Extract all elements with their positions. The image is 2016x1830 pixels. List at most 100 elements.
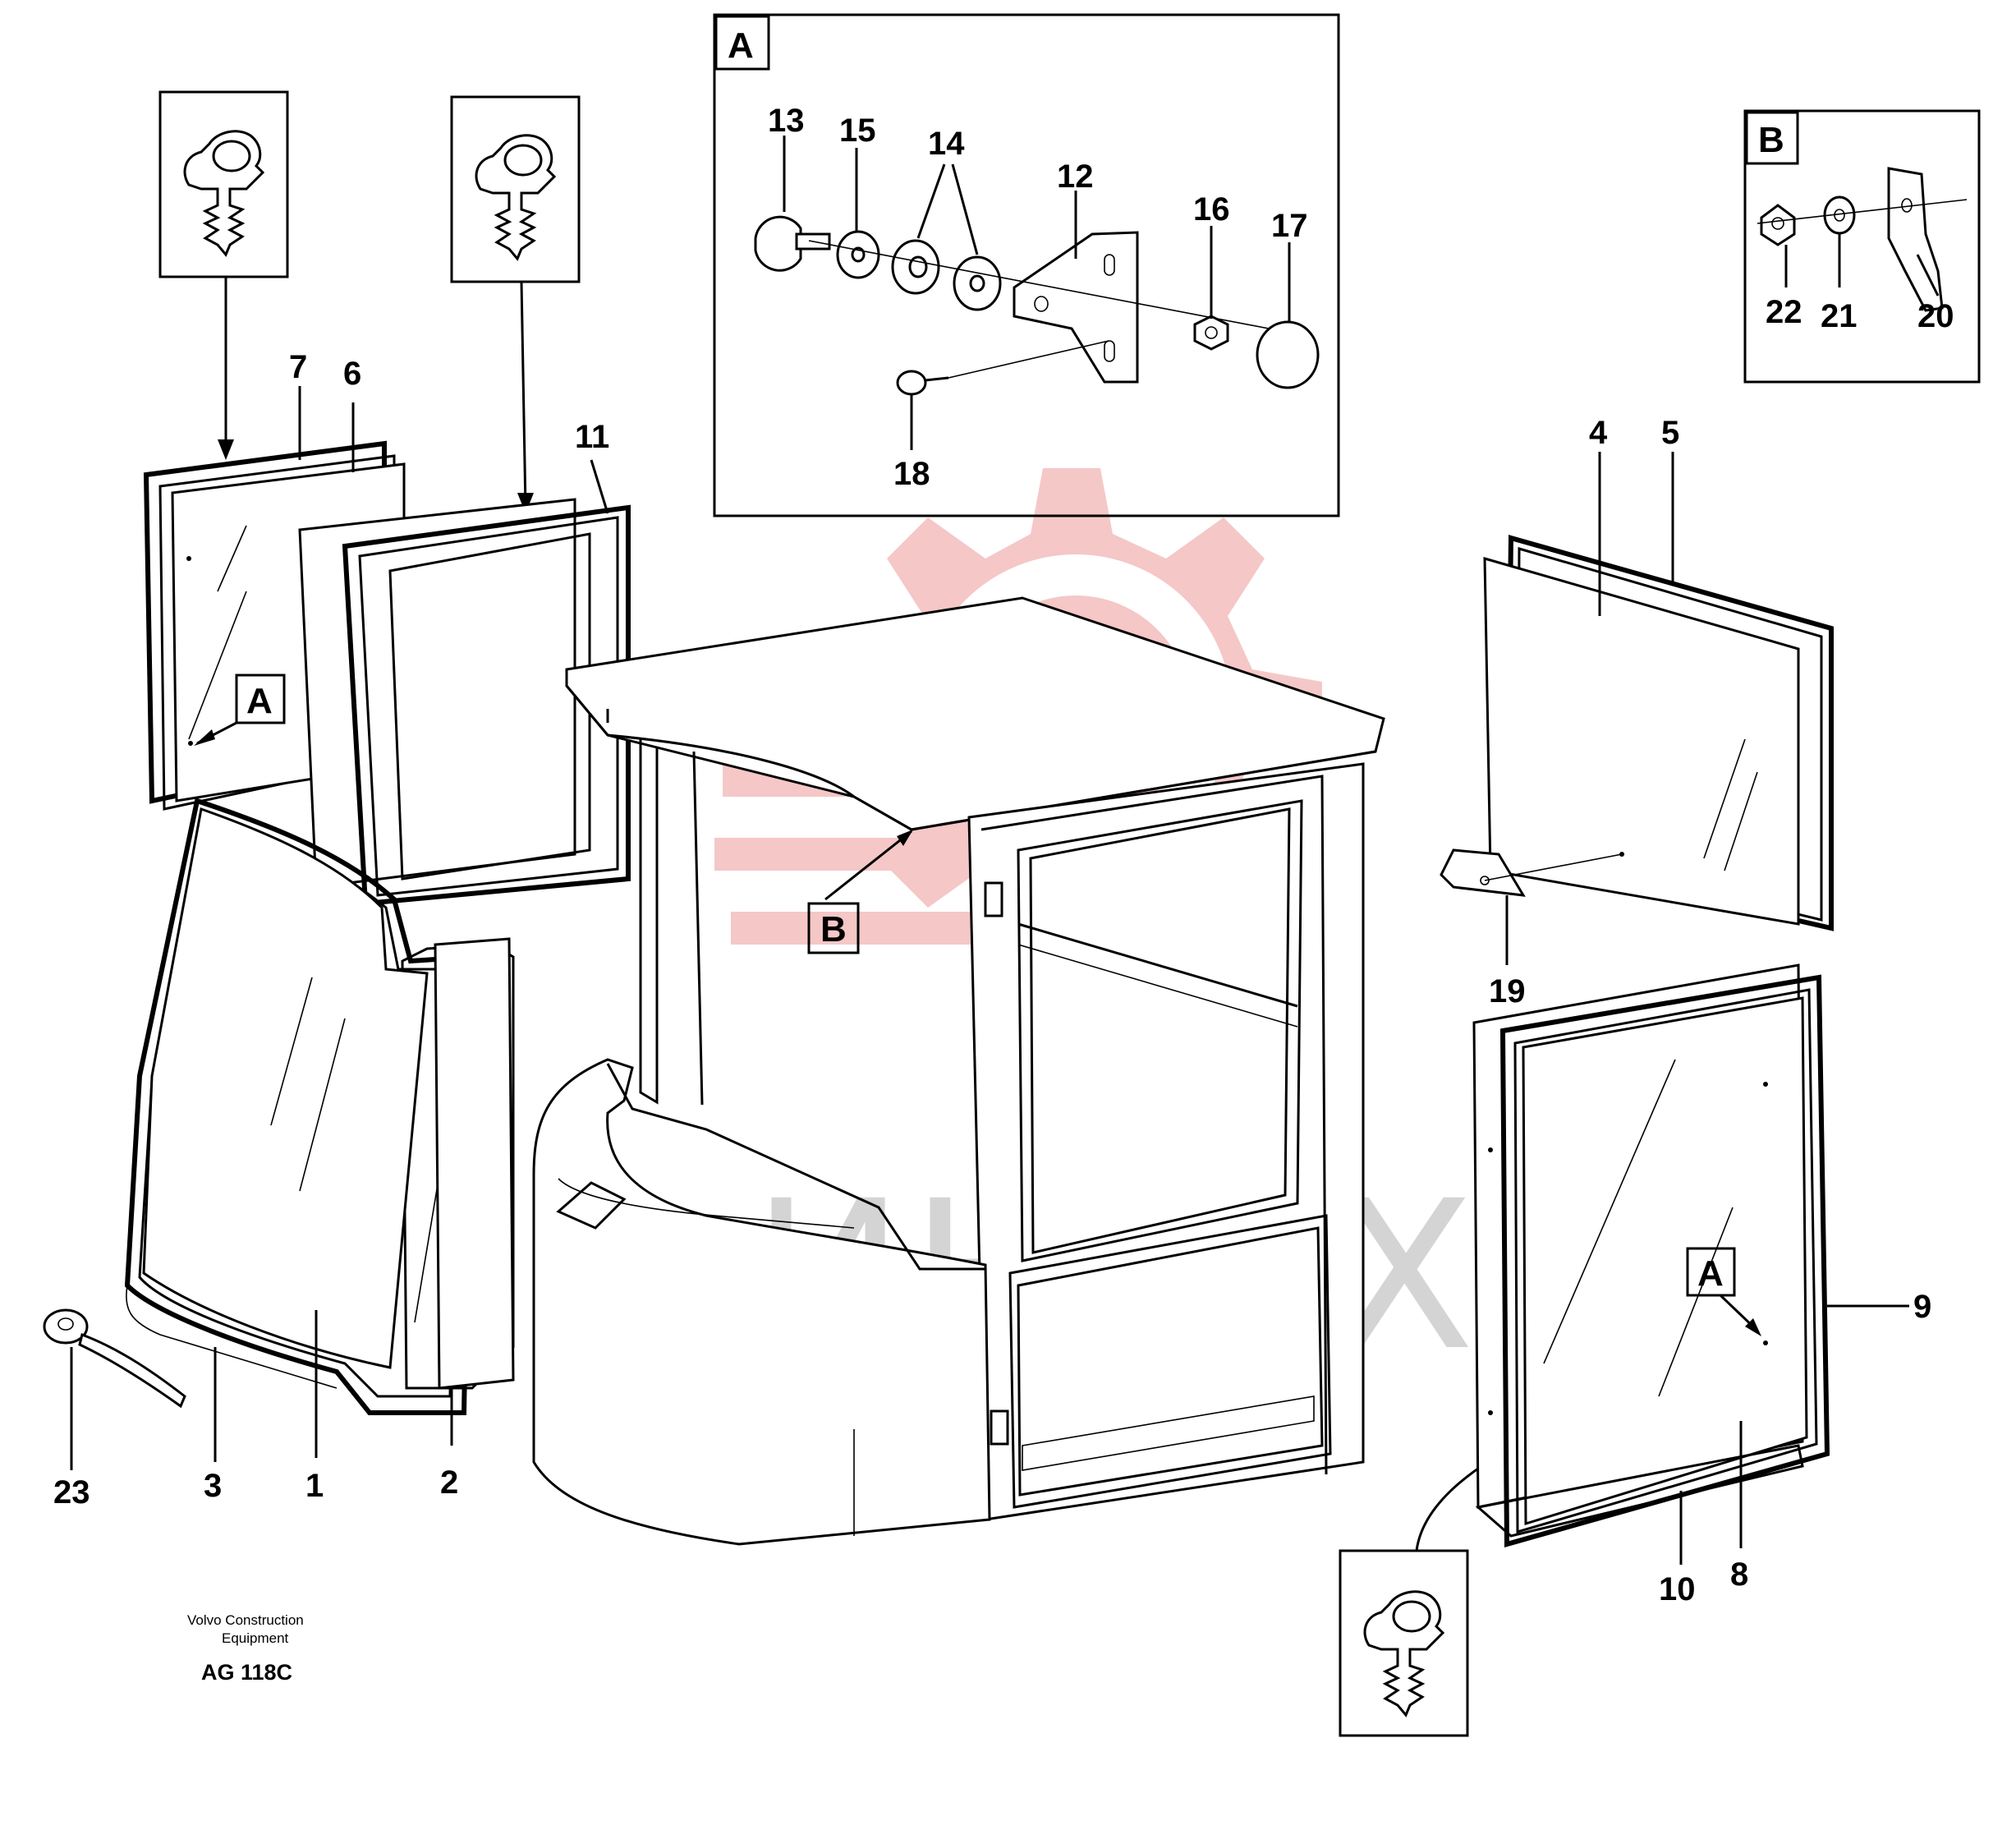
seal-arrowhead-1 <box>218 439 234 460</box>
part-number-8: 8 <box>1730 1556 1748 1593</box>
part-number-3: 3 <box>204 1468 222 1504</box>
footer-brand-line-1: Volvo Construction <box>187 1612 304 1628</box>
footer-drawing-code: AG 118C <box>201 1660 292 1685</box>
part-number-10: 10 <box>1659 1571 1696 1607</box>
cab-lower-body-vent <box>556 1181 627 1230</box>
detail-box-a-label: A <box>728 25 754 66</box>
part-number-23: 23 <box>53 1474 90 1510</box>
glass-8-hole-2 <box>1488 1410 1493 1415</box>
detail-box-b-frame <box>1743 109 1981 384</box>
part-number-19: 19 <box>1489 973 1526 1009</box>
cab-door-hinge-upper <box>984 881 1003 917</box>
detail-box-b: B 22 21 20 <box>1743 109 1981 384</box>
seal-profile-3 <box>1363 1590 1444 1717</box>
glass-1-reflection-1 <box>270 977 313 1126</box>
glass-4-assembly: 4 5 <box>1483 415 1834 931</box>
glass-8-hole-3 <box>1763 1082 1768 1087</box>
callout-a-right-arrowhead <box>1745 1318 1761 1336</box>
cab-door-upper-glass <box>1017 799 1303 1262</box>
bracket-12-slot-2 <box>1104 340 1115 362</box>
seal-profile-inset-1 <box>158 90 289 460</box>
cab-door-lower-panel-inner <box>1017 1226 1324 1497</box>
callout-a-left: A <box>194 674 286 746</box>
part-number-9: 9 <box>1913 1289 1931 1325</box>
part-number-14: 14 <box>928 126 965 162</box>
part-number-17: 17 <box>1271 208 1308 244</box>
callout-b-frame <box>807 902 860 954</box>
cab-rear-pillar-left <box>639 739 659 1105</box>
footer-brand-line-2: Equipment <box>222 1630 289 1646</box>
cab-lower-body <box>532 1058 991 1546</box>
bracket-12-slot-1 <box>1104 254 1115 276</box>
seal-inset-1-frame <box>158 90 289 278</box>
seal-3-strip <box>126 1285 338 1389</box>
callout-a-right-label: A <box>1697 1253 1724 1294</box>
cab-body: B <box>434 596 1385 1546</box>
glass-6-hole-2 <box>188 741 193 746</box>
seal-23-strip <box>78 1333 186 1409</box>
callout-b-leader <box>824 830 912 901</box>
part-number-1: 1 <box>305 1468 324 1504</box>
seal-inset-3-frame <box>1339 1549 1469 1737</box>
callout-a-left-label: A <box>246 681 273 721</box>
part-number-6: 6 <box>343 356 361 392</box>
glass-11-inner <box>388 532 591 881</box>
glass-8-hole-1 <box>1488 1147 1493 1152</box>
glass-8-assembly: 9 10 8 <box>1472 963 1931 1607</box>
callout-b-label: B <box>820 909 847 949</box>
glass-8-reflection <box>1543 1059 1676 1364</box>
leader-11 <box>590 459 609 514</box>
part-number-20: 20 <box>1917 298 1954 334</box>
callout-b-arrowhead <box>897 830 913 846</box>
glass-4 <box>1483 556 1800 926</box>
seal-9-inner <box>1513 988 1818 1534</box>
part-number-22: 22 <box>1766 294 1802 330</box>
part-number-4: 4 <box>1589 415 1608 451</box>
seal-23-roll-core <box>57 1317 74 1331</box>
leader-14a <box>916 163 946 239</box>
glass-11-assembly: 11 <box>298 419 631 907</box>
detail-box-b-label: B <box>1758 120 1784 160</box>
seal-strip-23: 23 <box>43 1308 186 1510</box>
cab-left-side-glass <box>434 937 515 1390</box>
cap-13 <box>754 215 802 272</box>
bracket-19-hole <box>1480 876 1490 885</box>
part-number-13: 13 <box>768 103 805 139</box>
seal-10 <box>1475 1444 1804 1538</box>
glass-6-hole-1 <box>186 556 191 561</box>
bracket-19-body <box>1440 848 1526 897</box>
nut-22-hole <box>1771 217 1784 230</box>
seal-9 <box>1499 974 1830 1547</box>
detail-box-b-tag <box>1745 111 1799 165</box>
cab-door-lower-panel <box>1008 1214 1332 1509</box>
nut-22 <box>1760 204 1796 246</box>
nut-16-hole <box>1205 326 1218 339</box>
cab-roof-edge <box>565 685 1376 831</box>
screw-18-axis <box>948 340 1109 379</box>
part-number-16: 16 <box>1193 191 1230 228</box>
bracket-12 <box>1013 231 1139 384</box>
assembly-axis-a <box>808 240 1270 329</box>
glass-11-back <box>298 498 576 889</box>
washer-15-hole <box>851 246 866 263</box>
seal-inset-2-frame <box>450 95 581 283</box>
seal-3 <box>124 798 475 1415</box>
cap-17 <box>1256 320 1320 389</box>
part-number-2: 2 <box>440 1464 458 1501</box>
nut-16 <box>1193 315 1229 351</box>
seal-arrow-2 <box>520 281 527 510</box>
part-number-11: 11 <box>575 419 609 455</box>
glass-1-reflection-2 <box>299 1018 346 1192</box>
seal-profile-2 <box>475 134 556 260</box>
part-number-5: 5 <box>1661 415 1679 451</box>
detail-box-a-frame <box>713 13 1340 517</box>
cab-lower-body-ridge <box>558 1178 855 1229</box>
leader-14b <box>951 163 979 255</box>
glass-4-reflection <box>1703 738 1746 859</box>
detail-box-a: A 13 15 14 12 16 17 18 <box>713 13 1340 517</box>
seal-profile-1 <box>183 130 264 256</box>
glass-8-reflection-2 <box>1658 1207 1734 1397</box>
cab-crossbar <box>1017 922 1298 1008</box>
cab-crossbar-edge <box>1017 944 1298 1028</box>
cab-door-hinge-lower <box>990 1409 1009 1446</box>
